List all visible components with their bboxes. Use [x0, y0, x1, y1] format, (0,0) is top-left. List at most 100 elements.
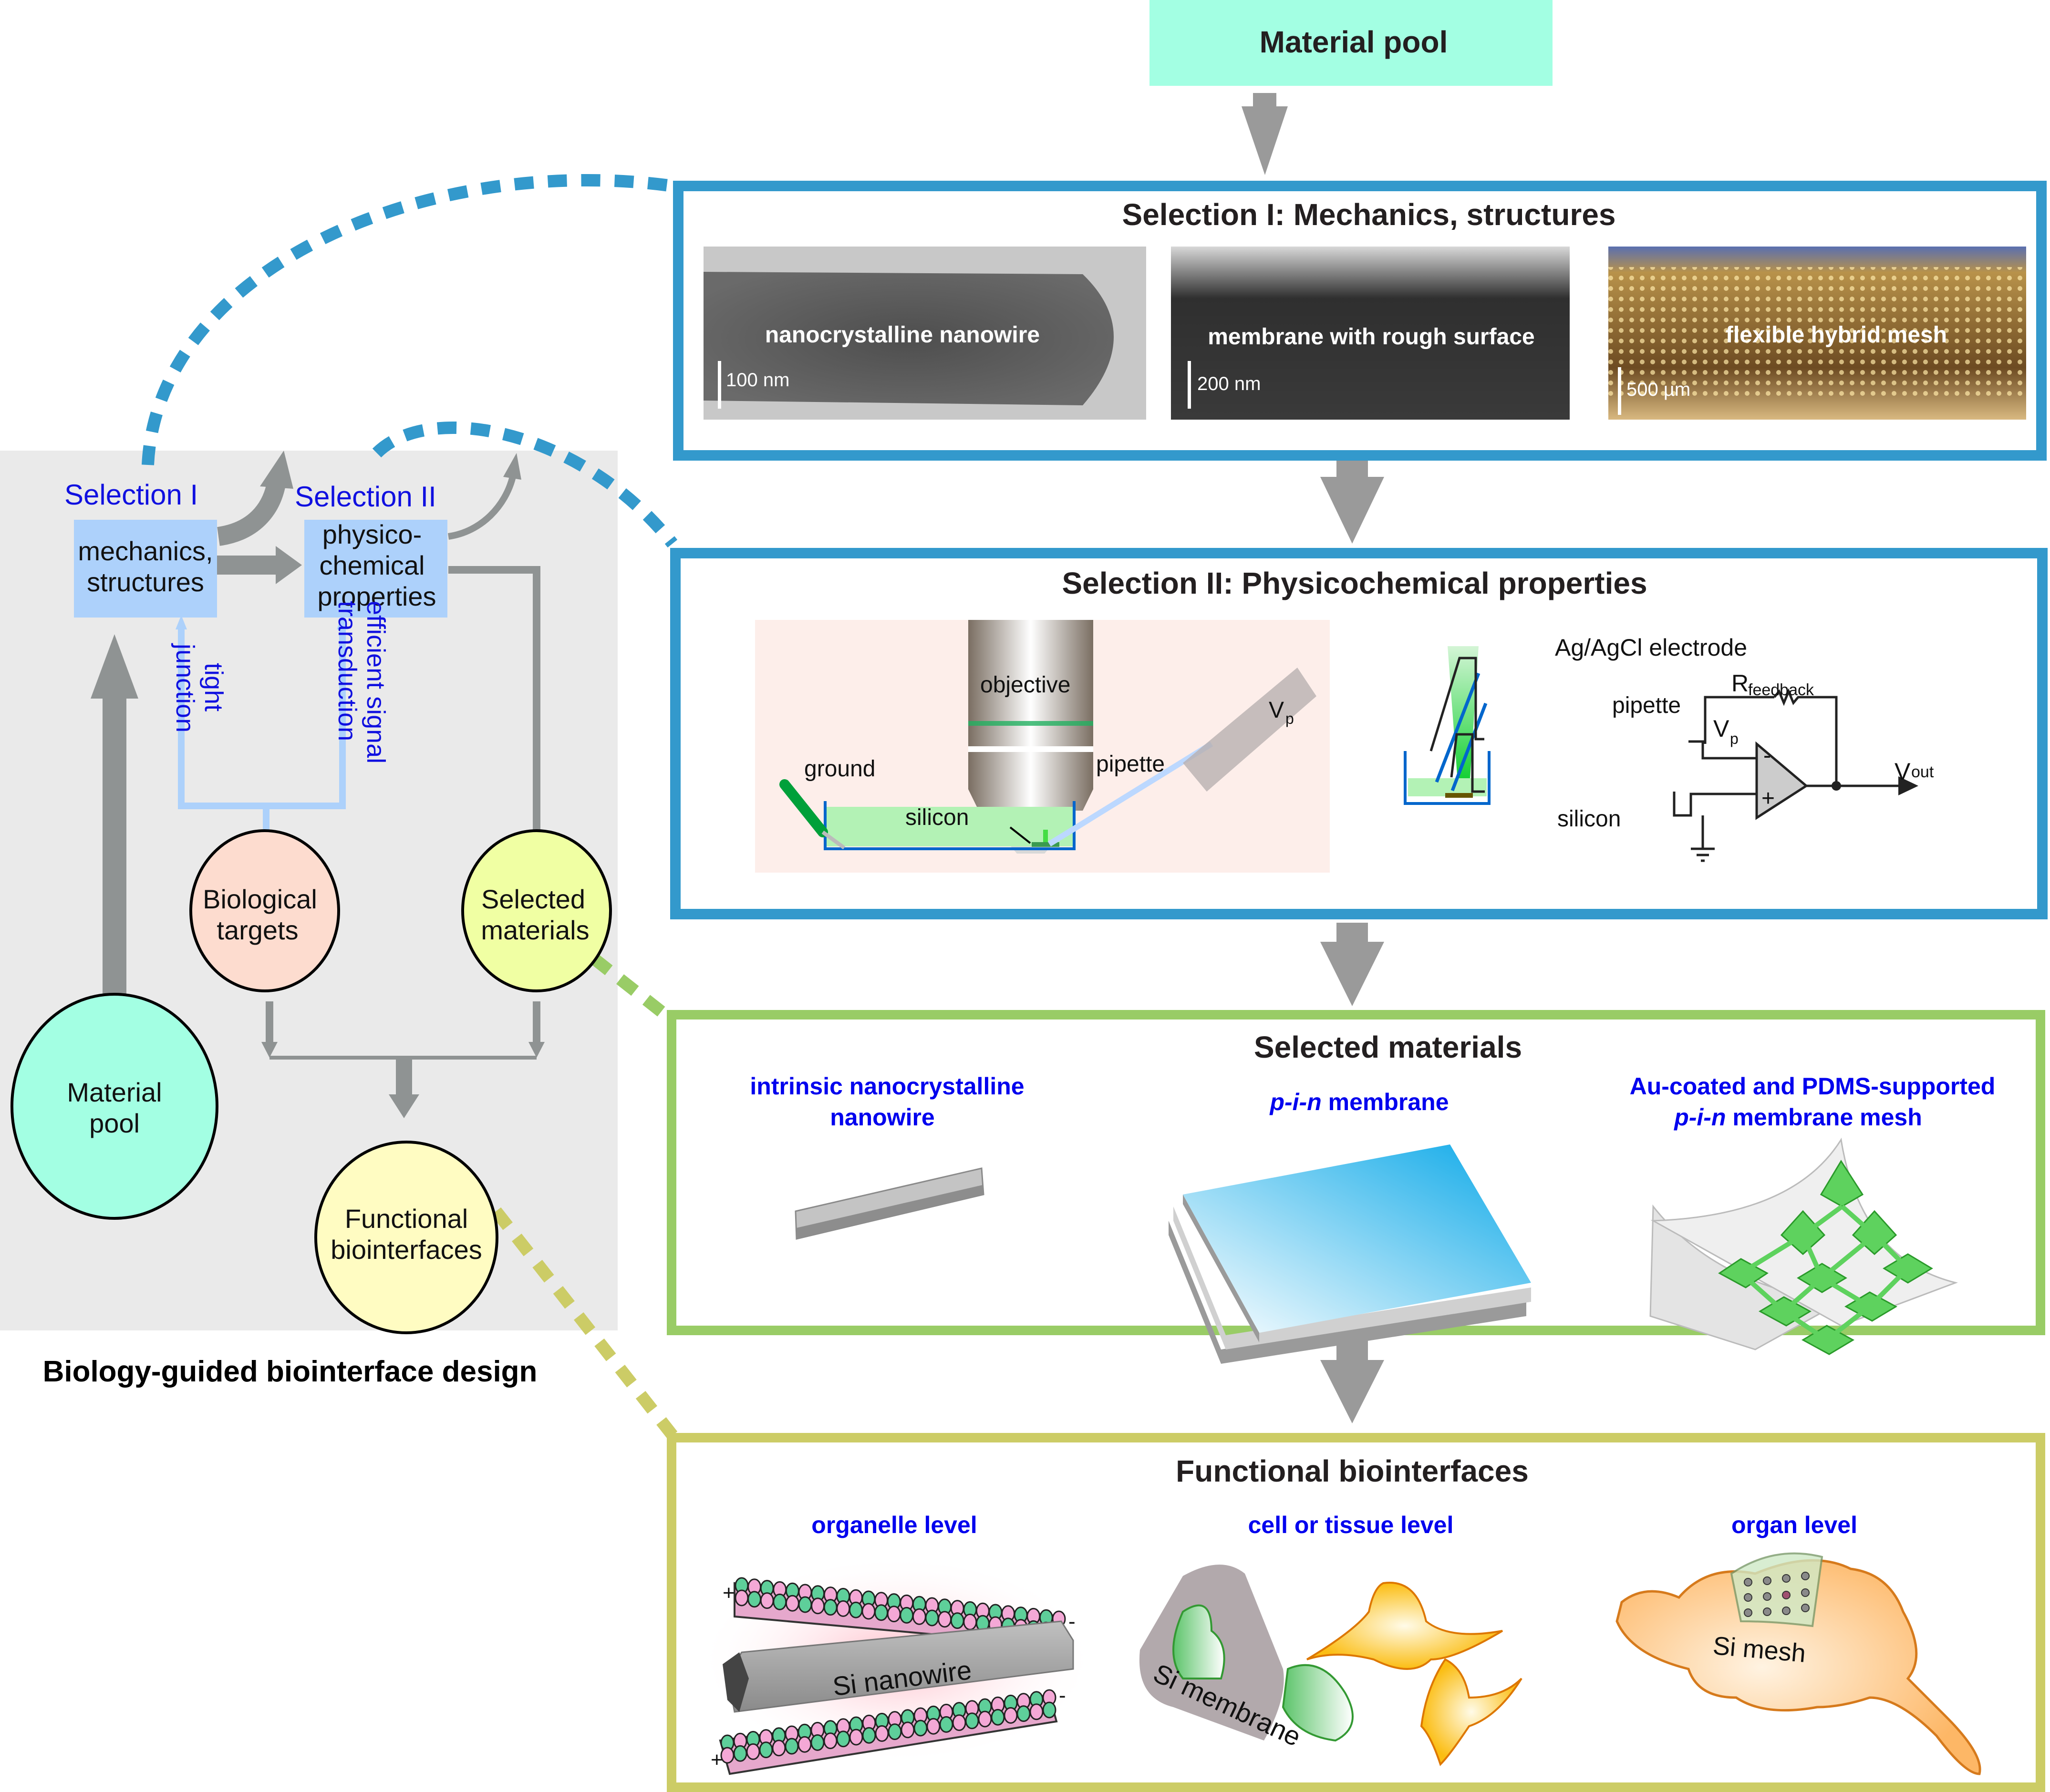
svg-text:junction: junction: [171, 643, 199, 732]
node-functional-biointerfaces[interactable]: Functional biointerfaces: [314, 1141, 498, 1334]
svg-text:R: R: [1731, 670, 1749, 697]
tubulin-bead: [950, 1612, 964, 1629]
flow-arrows: [1242, 93, 1384, 1423]
tubulin-bead: [849, 1601, 863, 1618]
tubulin-bead: [759, 1741, 773, 1759]
node-biological-targets[interactable]: Biological targets: [189, 829, 340, 992]
tubulin-bead: [772, 1740, 786, 1757]
svg-text:tight: tight: [199, 663, 228, 711]
tubulin-bead: [1004, 1707, 1018, 1724]
svg-text:-: -: [1068, 1610, 1076, 1633]
left-sel2-box-line1: physico-: [322, 519, 422, 549]
tubulin-bead: [798, 1596, 812, 1613]
svg-text:-: -: [1763, 743, 1771, 768]
tubulin-bead: [823, 1599, 838, 1616]
tubulin-bead: [849, 1729, 863, 1746]
svg-text:nanocrystalline nanowire: nanocrystalline nanowire: [765, 322, 1040, 348]
tubulin-bead: [810, 1734, 825, 1751]
material-pool-box[interactable]: [1149, 0, 1553, 86]
left-sel1-header: Selection I: [64, 479, 198, 511]
selected-item3-line2: p-i-n membrane mesh: [1673, 1104, 1922, 1131]
tubulin-bead: [861, 1603, 876, 1620]
tubulin-bead: [963, 1613, 977, 1630]
tubulin-bead: [887, 1606, 901, 1623]
svg-text:efficient signal: efficient signal: [362, 601, 390, 763]
tubulin-bead: [926, 1718, 941, 1735]
dashed-connector-selection1: [142, 174, 673, 465]
dashed-connector-selection2: [372, 422, 678, 548]
svg-text:Functional: Functional: [345, 1204, 468, 1234]
tubulin-bead: [874, 1604, 889, 1621]
svg-text:ground: ground: [804, 756, 875, 782]
tubulin-bead: [888, 1723, 902, 1741]
svg-text:Selected: Selected: [481, 884, 585, 914]
left-lightblue-connectors: [178, 625, 346, 844]
left-sel1-box-line2: structures: [87, 567, 204, 597]
svg-text:-: -: [1059, 1684, 1066, 1707]
tubulin-bead: [901, 1721, 915, 1739]
level-label-cell: cell or tissue level: [1248, 1512, 1454, 1538]
svg-text:objective: objective: [980, 672, 1070, 698]
node-selected-materials[interactable]: Selected materials: [461, 829, 612, 992]
tubulin-bead: [735, 1589, 749, 1607]
tubulin-bead: [785, 1738, 799, 1755]
svg-text:transduction: transduction: [333, 601, 362, 741]
tubulin-bead: [797, 1736, 812, 1753]
svg-text:pipette: pipette: [1096, 752, 1165, 777]
selected-item1-line1: intrinsic nanocrystalline: [750, 1073, 1024, 1100]
left-sel2-box-line2: chemical: [320, 550, 425, 580]
tubulin-bead: [720, 1747, 735, 1764]
selected-materials-title: Selected materials: [1254, 1030, 1522, 1064]
svg-text:out: out: [1911, 763, 1934, 781]
svg-text:Biological: Biological: [203, 884, 317, 914]
svg-text:p: p: [1730, 730, 1739, 747]
svg-text:+: +: [723, 1581, 735, 1605]
selection1-title: Selection I: Mechanics, structures: [1122, 197, 1616, 232]
signal-arrowhead: [337, 615, 348, 629]
tubulin-bead: [785, 1595, 799, 1612]
mesh-illustration: [1649, 1137, 1958, 1355]
left-sel2-box[interactable]: [304, 520, 447, 618]
svg-text:V: V: [1713, 715, 1729, 742]
sem-image-membrane: membrane with rough surface 200 nm: [1171, 247, 1570, 420]
tubulin-bead: [836, 1730, 850, 1748]
left-sel2-box-line3: properties: [317, 581, 436, 611]
tubulin-bead: [991, 1709, 1005, 1726]
tubulin-bead: [900, 1607, 914, 1624]
selection2-title: Selection II: Physicochemical properties: [1062, 566, 1647, 600]
microscope-setup-diagram: objective ground silicon pipette V p: [755, 620, 1330, 873]
svg-text:+: +: [711, 1748, 723, 1771]
level-label-organelle: organelle level: [811, 1512, 977, 1538]
tubulin-bead: [1042, 1701, 1056, 1719]
tubulin-bead: [747, 1591, 762, 1608]
efficient-signal-label: efficient signal transduction: [333, 601, 390, 763]
dashed-connector-functional: [491, 1207, 678, 1440]
tubulin-bead: [939, 1716, 953, 1733]
svg-text:V: V: [1269, 698, 1284, 723]
tem-image-nanowire: nanocrystalline nanowire 100 nm: [704, 247, 1146, 420]
selected-item1-line2: nanowire: [830, 1104, 934, 1131]
level-label-organ: organ level: [1731, 1512, 1857, 1538]
pin-membrane-illustration: [1169, 1144, 1531, 1364]
organ-illustration: Si mesh: [1615, 1552, 1981, 1775]
tubulin-bead: [965, 1712, 979, 1730]
optical-image-mesh: flexible hybrid mesh 500 µm: [1608, 247, 2026, 420]
patch-clamp-circuit: Ag/AgCl electrode pipette silicon - + R …: [1404, 634, 1934, 862]
tubulin-bead: [811, 1597, 825, 1615]
tubulin-bead: [912, 1608, 926, 1625]
svg-text:100 nm: 100 nm: [726, 370, 789, 391]
svg-text:+: +: [1761, 786, 1775, 811]
tubulin-bead: [773, 1593, 787, 1610]
left-panel-caption: Biology-guided biointerface design: [43, 1355, 538, 1388]
mesh-electrodes: [1744, 1572, 1810, 1617]
tubulin-bead: [978, 1710, 992, 1728]
selected-item2-label: p-i-n membrane: [1269, 1089, 1449, 1115]
svg-text:V: V: [1895, 758, 1911, 785]
svg-text:p: p: [1285, 710, 1294, 727]
svg-text:silicon: silicon: [905, 805, 969, 830]
tubulin-bead: [746, 1743, 760, 1760]
node-material-pool[interactable]: Material pool: [10, 993, 218, 1220]
left-sel1-box[interactable]: [74, 520, 217, 618]
svg-text:flexible hybrid mesh: flexible hybrid mesh: [1726, 322, 1947, 348]
tubulin-bead: [952, 1714, 966, 1731]
